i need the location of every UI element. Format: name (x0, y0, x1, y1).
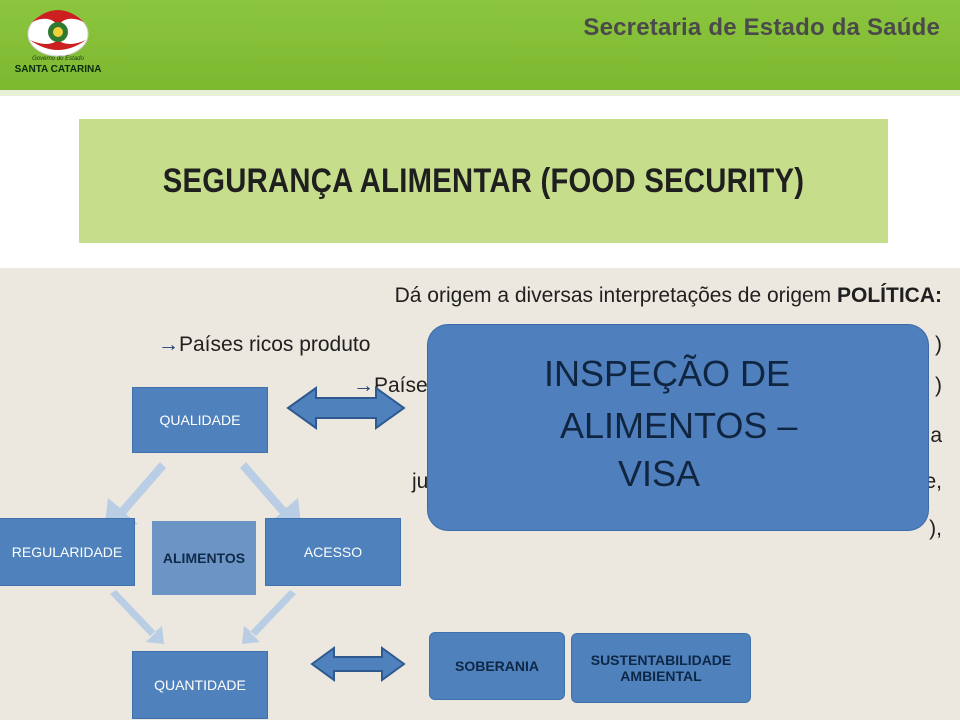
visa-line-1: INSPEÇÃO DE (544, 353, 791, 394)
text-line-1-main: Dá origem a diversas interpretações de o… (394, 284, 837, 307)
connector-arrow-bottom-right (242, 590, 296, 644)
text-line-5-end: e, (924, 470, 942, 493)
node-qualidade: QUALIDADE (133, 388, 267, 452)
logo-subtitle: Governo do Estado (32, 56, 84, 62)
title-box: SEGURANÇA ALIMENTAR (FOOD SECURITY) (79, 119, 888, 243)
node-regularidade: REGULARIDADE (0, 519, 134, 585)
visa-line-3: VISA (618, 453, 701, 494)
text-line-3-end: ) (935, 374, 942, 397)
diagram-connectors (104, 386, 406, 682)
logo-state-name: SANTA CATARINA (14, 64, 102, 75)
node-acesso: ACESSO (266, 519, 400, 585)
double-arrow-top (286, 386, 406, 430)
node-quantidade: QUANTIDADE (133, 652, 267, 718)
slide-title: SEGURANÇA ALIMENTAR (FOOD SECURITY) (162, 162, 805, 200)
node-alimentos: ALIMENTOS (152, 521, 256, 595)
right-arrow-icon: → (158, 333, 179, 356)
text-line-1: Dá origem a diversas interpretações de o… (395, 284, 942, 308)
visa-box: INSPEÇÃO DE ALIMENTOS – VISA (428, 325, 928, 530)
header-bar: Governo do Estado SANTA CATARINA Secreta… (0, 0, 960, 96)
text-line-2: →Países ricos produto (158, 333, 370, 357)
text-line-3-main: Paíse (374, 374, 428, 397)
visa-line-2: ALIMENTOS – (560, 405, 798, 446)
santa-catarina-logo (27, 10, 89, 57)
right-arrow-icon: → (353, 374, 374, 397)
text-line-2-end: ) (935, 333, 942, 356)
text-line-6: ), (929, 517, 942, 540)
text-line-1-bold: POLÍTICA: (837, 284, 942, 307)
text-line-2-main: Países ricos produto (179, 333, 371, 356)
connector-arrow-top-right (240, 462, 302, 532)
box-sustentabilidade: SUSTENTABILIDADE AMBIENTAL (572, 634, 750, 702)
connector-arrow-top-left (104, 462, 166, 532)
double-arrow-bottom (310, 646, 406, 682)
text-line-3: →Paíse (353, 374, 428, 398)
agency-title: Secretaria de Estado da Saúde (583, 14, 940, 41)
box-soberania: SOBERANIA (430, 633, 564, 699)
connector-arrow-bottom-left (110, 590, 164, 644)
text-line-4-end: a (930, 424, 942, 447)
text-line-5-start: ju (412, 470, 429, 493)
